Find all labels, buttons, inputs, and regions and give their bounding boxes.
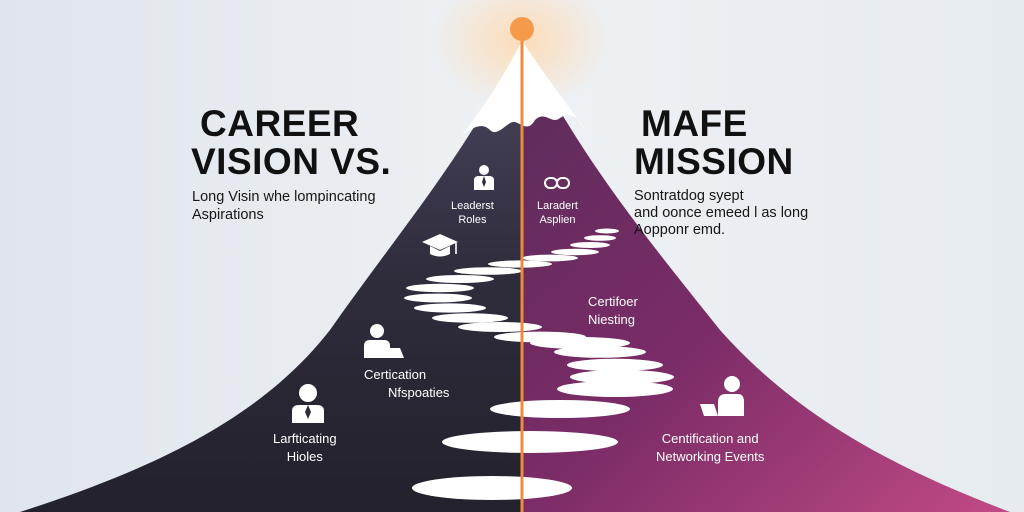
right-title-line2: MISSION [634,141,794,182]
path-step-17 [567,358,663,372]
right-subtitle-line1: Sontratdog syept [634,188,744,204]
link-icon [544,177,570,189]
right-title-line1: MAFE [641,103,748,144]
path-step-7 [454,267,522,275]
node-mid-right-label: Certifoer Niesting [588,293,638,329]
professional-person-icon [292,384,324,423]
left-title-line2: VISION VS. [191,141,392,182]
left-subtitle-line1: Long Visin whe lompincating [192,189,376,205]
path-step-6 [488,260,552,268]
path-step-11 [414,303,486,313]
path-step-10 [404,293,472,303]
left-subtitle-line2: Aspirations [192,207,264,223]
path-step-8 [426,275,494,283]
winding-path [404,228,674,500]
path-step-9 [406,283,474,293]
node-low-right-line1: Centification and [661,431,759,446]
path-step-19 [557,381,673,397]
node-mid-right-line1: Certifoer [588,294,638,309]
path-step-22 [412,476,572,500]
right-subtitle-line2: and oonce emeed l as long [634,205,809,221]
node-low-right-label: Centification and Networking Events [656,430,764,466]
path-step-2 [584,235,616,241]
node-top-left-line1: Leaderst [451,200,494,212]
sun-icon [510,17,534,41]
node-mid-right-line2: Niesting [588,312,635,327]
node-low-left-label: Larfticating Hioles [273,430,337,466]
node-low-left-line1: Larfticating [273,431,337,446]
node-mid-left-line2: Nfspoaties [388,385,450,400]
node-top-left-label: Leaderst Roles [451,199,494,227]
path-step-5 [522,254,578,262]
node-top-right-label: Laradert Asplien [537,199,578,227]
path-step-20 [490,400,630,418]
node-top-left-line2: Roles [458,214,487,226]
path-step-12 [432,313,508,323]
path-step-18 [570,370,674,384]
left-title-line1: CAREER [200,103,360,144]
node-low-left-line2: Hioles [286,449,323,464]
path-step-1 [595,228,619,234]
path-step-21 [442,431,618,453]
path-step-4 [551,248,599,256]
path-step-15 [530,337,630,349]
node-mid-left-label: Certication Nfspoaties [364,366,449,402]
mountain-left-face [20,40,522,512]
path-step-3 [570,242,610,248]
path-step-13 [458,322,542,332]
path-step-16 [554,346,646,358]
graduation-cap-icon [422,234,458,257]
node-top-right-line1: Laradert [537,200,578,212]
networking-person-icon [700,376,744,416]
person-laptop-icon [364,324,404,358]
right-subtitle-line3: Aopponr emd. [634,222,726,238]
node-mid-left-line1: Certication [364,367,427,382]
node-low-right-line2: Networking Events [656,449,765,464]
leader-person-icon [474,165,494,190]
node-top-right-line2: Asplien [539,214,576,226]
